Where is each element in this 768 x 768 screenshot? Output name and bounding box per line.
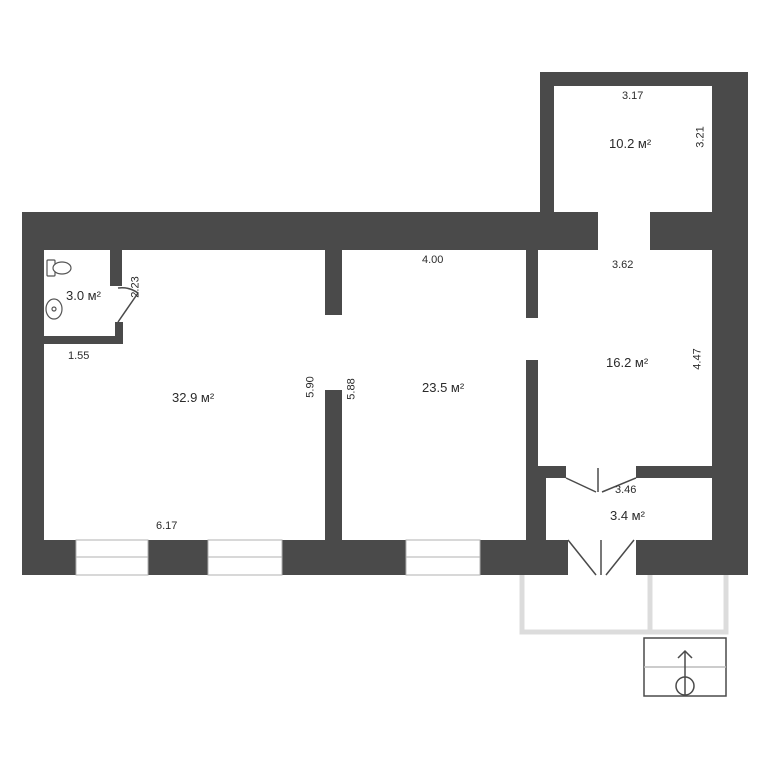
wall-mid-upper [325, 250, 342, 315]
vestibule-width-dimension: 3.46 [615, 484, 637, 496]
wall-left-annex [540, 72, 554, 214]
bathroom-area: 3.0 м² [66, 288, 101, 303]
wall-left [22, 212, 44, 575]
wall-mid-lower [325, 390, 342, 540]
top-right-room-width-dimension: 3.17 [622, 90, 644, 102]
large-room-depth-dimension: 5.90 [304, 376, 317, 398]
north-arrow-icon [643, 637, 727, 697]
wall-right-room-lower [526, 360, 538, 540]
middle-room-area: 23.5 м² [422, 380, 465, 395]
top-right-room-area: 10.2 м² [609, 136, 652, 151]
wall-top-annex [540, 72, 748, 86]
sink-icon [45, 298, 63, 320]
wall-vestibule-side-left [538, 466, 546, 540]
wall-bath-right-lower [115, 322, 123, 344]
right-room-depth-dimension: 4.47 [691, 348, 704, 370]
wall-right-room-upper [526, 250, 538, 318]
door-swing-icon [117, 287, 637, 576]
wall-bottom-3 [282, 540, 406, 575]
middle-room-depth-dimension: 5.88 [345, 378, 358, 400]
right-room-area: 16.2 м² [606, 355, 649, 370]
wall-bath-bottom [44, 336, 123, 344]
toilet-icon [46, 259, 72, 277]
middle-room-width-dimension: 4.00 [422, 254, 444, 266]
bathroom-width-dimension: 1.55 [68, 350, 90, 362]
large-room-width-dimension: 6.17 [156, 520, 178, 532]
right-room-width-dimension: 3.62 [612, 259, 634, 271]
wall-vestibule-right [636, 466, 712, 478]
wall-bottom-4 [480, 540, 568, 575]
large-room-area: 32.9 м² [172, 390, 215, 405]
wall-bath-right-upper [110, 250, 122, 286]
vestibule-area: 3.4 м² [610, 508, 645, 523]
wall-top-main [22, 212, 598, 250]
windows [75, 539, 481, 576]
top-right-room-depth-dimension: 3.21 [694, 126, 707, 148]
walls [22, 72, 748, 575]
wall-bottom-2 [148, 540, 208, 575]
wall-bottom-5 [636, 540, 748, 575]
bathroom-depth-dimension: 2.23 [129, 276, 142, 298]
balcony [519, 575, 729, 635]
wall-right [712, 72, 748, 575]
wall-bottom-1 [22, 540, 76, 575]
wall-top-right [650, 212, 712, 250]
